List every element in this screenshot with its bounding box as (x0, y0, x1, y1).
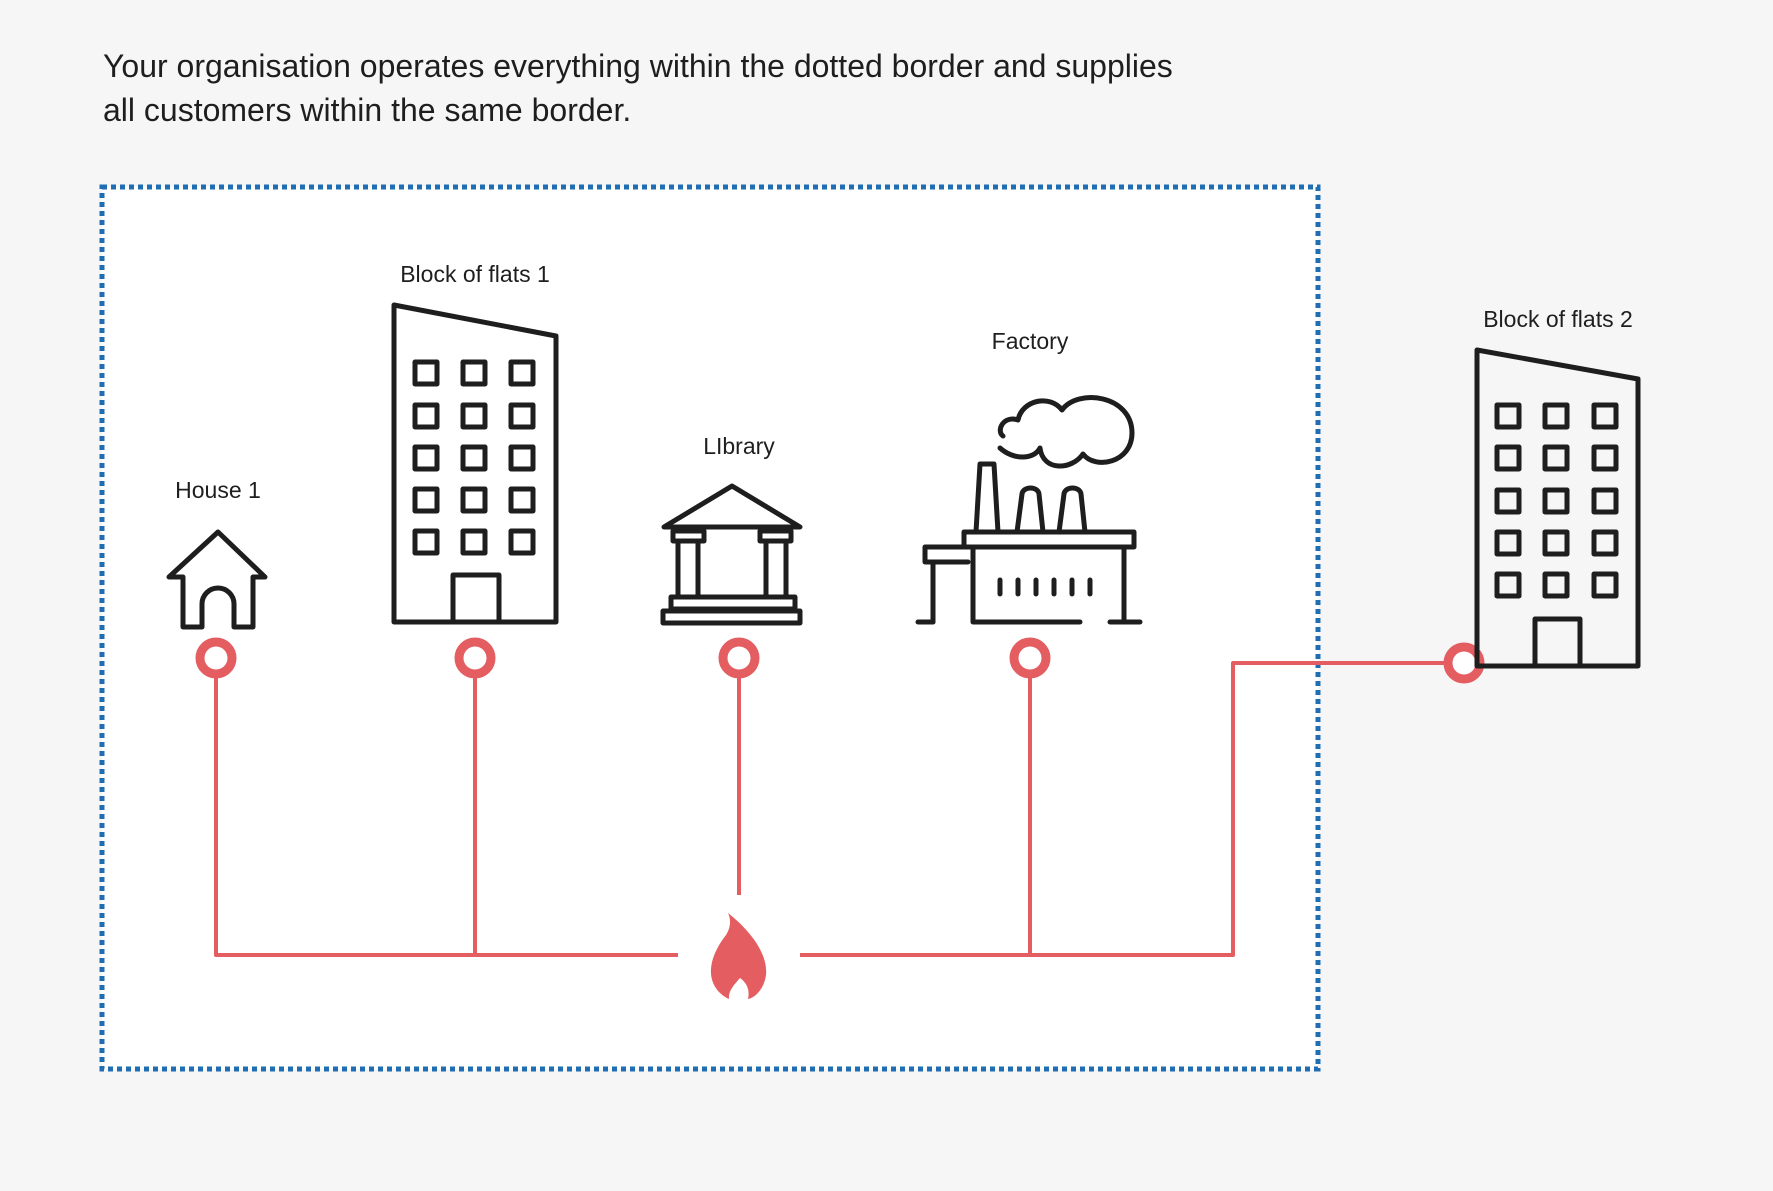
apartment-building-icon (1474, 347, 1641, 669)
pipe-house-1 (214, 658, 678, 957)
pipe-east-main (800, 661, 1464, 957)
house-1-label: House 1 (175, 477, 261, 503)
intro-line-2: all customers within the same border. (103, 92, 632, 128)
connection-node-flats-2 (1443, 642, 1485, 684)
intro-text: Your organisation operates everything wi… (103, 44, 1303, 132)
organisation-boundary (99, 184, 1321, 1072)
house-icon (166, 529, 268, 630)
intro-line-1: Your organisation operates everything wi… (103, 48, 1173, 84)
flame-icon (710, 913, 767, 999)
apartment-building-icon (391, 302, 559, 625)
connection-node-flats-1 (454, 637, 496, 679)
factory-label: Factory (992, 328, 1069, 354)
connection-node-house-1 (195, 637, 237, 679)
flats-1-label: Block of flats 1 (400, 261, 550, 287)
windows-flats-2 (1494, 402, 1619, 599)
connection-node-library (718, 637, 760, 679)
pipe-network (214, 658, 1464, 957)
flats-2-label: Block of flats 2 (1483, 306, 1633, 332)
connection-node-factory (1009, 637, 1051, 679)
library-icon (660, 483, 803, 626)
factory-icon (915, 395, 1143, 625)
library-label: LIbrary (703, 433, 775, 459)
windows-flats-1 (412, 359, 536, 556)
